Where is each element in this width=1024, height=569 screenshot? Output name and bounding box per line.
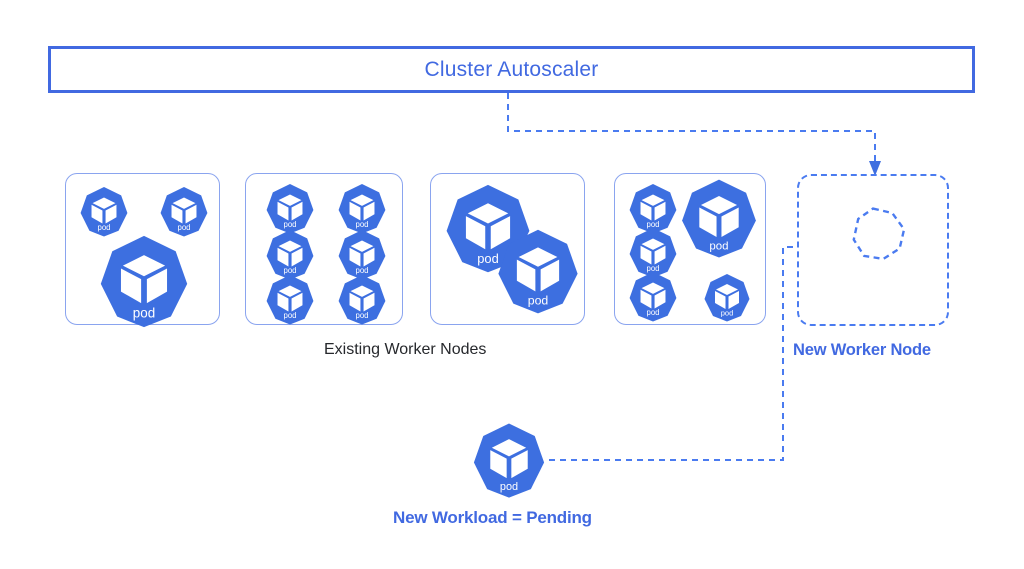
svg-text:pod: pod bbox=[283, 266, 296, 275]
new-worker-node-box bbox=[797, 174, 949, 326]
pod-icon: pod bbox=[158, 186, 210, 238]
new-pod-placeholder-icon bbox=[852, 207, 906, 261]
svg-text:pod: pod bbox=[646, 264, 659, 273]
svg-text:pod: pod bbox=[528, 294, 549, 308]
pod-icon: pod bbox=[336, 183, 388, 235]
svg-text:pod: pod bbox=[721, 309, 734, 318]
svg-text:pod: pod bbox=[709, 240, 728, 252]
pod-icon: pod bbox=[627, 183, 679, 235]
pod-icon: pod bbox=[336, 274, 388, 326]
arrowhead-down-icon bbox=[869, 161, 881, 176]
svg-text:pod: pod bbox=[177, 223, 190, 232]
svg-text:pod: pod bbox=[355, 266, 368, 275]
existing-worker-node-1: pod pod pod bbox=[65, 173, 220, 328]
pod-icon: pod bbox=[494, 228, 582, 316]
existing-worker-nodes-label: Existing Worker Nodes bbox=[324, 341, 487, 358]
existing-worker-node-3: pod pod bbox=[430, 173, 585, 325]
pod-icon: pod bbox=[264, 229, 316, 281]
svg-text:pod: pod bbox=[355, 220, 368, 229]
svg-text:pod: pod bbox=[133, 306, 155, 321]
new-workload-pending-label: New Workload = Pending bbox=[393, 508, 592, 527]
cluster-autoscaler-label: Cluster Autoscaler bbox=[424, 57, 599, 81]
svg-text:pod: pod bbox=[355, 311, 368, 320]
pod-icon: pod bbox=[78, 186, 130, 238]
pod-icon: pod bbox=[678, 178, 760, 260]
svg-text:pod: pod bbox=[646, 308, 659, 317]
existing-worker-node-4: pod pod pod bbox=[614, 173, 766, 325]
pod-icon: pod bbox=[336, 229, 388, 281]
connector-autoscaler-to-new-node bbox=[507, 93, 881, 176]
svg-text:pod: pod bbox=[477, 251, 498, 266]
pod-icon: pod bbox=[627, 271, 679, 323]
pod-icon: pod bbox=[627, 227, 679, 279]
svg-text:pod: pod bbox=[646, 220, 659, 229]
svg-text:pod: pod bbox=[283, 220, 296, 229]
svg-text:pod: pod bbox=[500, 481, 518, 493]
new-worker-node-label: New Worker Node bbox=[793, 341, 931, 359]
existing-worker-node-2: pod pod pod bbox=[245, 173, 403, 325]
pending-workload-pod-icon: pod bbox=[470, 422, 548, 500]
svg-text:pod: pod bbox=[97, 223, 110, 232]
pod-icon: pod bbox=[96, 234, 192, 330]
cluster-autoscaler-box: Cluster Autoscaler bbox=[48, 46, 975, 93]
pod-icon: pod bbox=[264, 183, 316, 235]
svg-text:pod: pod bbox=[283, 311, 296, 320]
pod-icon: pod bbox=[264, 274, 316, 326]
pod-icon: pod bbox=[702, 273, 752, 323]
